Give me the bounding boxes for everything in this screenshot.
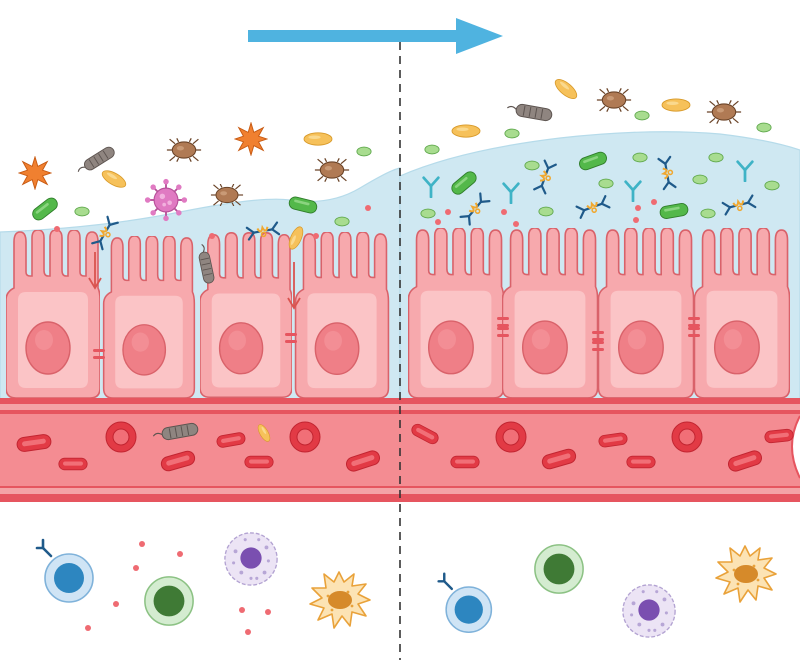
starburst-pathogen-icon xyxy=(234,122,268,156)
small-bacterium-icon xyxy=(700,208,716,219)
small-bacterium-icon xyxy=(424,144,440,155)
small-bacterium-icon xyxy=(524,160,540,171)
immune-cells-left xyxy=(35,532,371,635)
leak-arrow-icon xyxy=(88,252,301,310)
small-bacterium-icon xyxy=(764,180,780,191)
red-blood-cell-icon xyxy=(244,455,274,469)
epithelial-cell-icon xyxy=(598,228,694,399)
brown-bacterium-icon xyxy=(166,138,202,162)
brown-bacterium-icon xyxy=(596,88,632,112)
t-cell-icon xyxy=(534,544,584,594)
small-bacterium-icon xyxy=(598,178,614,189)
process-arrow-icon xyxy=(248,18,503,54)
dendritic-cell-icon xyxy=(715,545,777,603)
small-bacterium-icon xyxy=(504,128,520,139)
brown-bacterium-icon xyxy=(314,158,350,182)
virus-icon xyxy=(144,178,188,222)
epithelial-cell-icon xyxy=(408,228,504,399)
yellow-oval-bacterium-icon xyxy=(451,124,481,138)
t-cell-icon xyxy=(144,576,194,626)
small-bacterium-icon xyxy=(538,206,554,217)
epithelial-cell-icon xyxy=(102,236,196,399)
yellow-oval-bacterium-icon xyxy=(661,98,691,112)
epithelial-cell-icon xyxy=(694,228,790,399)
b-cell-icon xyxy=(35,538,95,604)
granulocyte-icon xyxy=(224,532,278,586)
yellow-oval-bacterium-icon xyxy=(303,132,333,146)
epithelial-cell-icon xyxy=(294,232,390,399)
epithelial-cell-icon xyxy=(6,230,100,399)
b-cell-icon xyxy=(437,572,493,634)
microbes-left xyxy=(18,122,372,285)
epithelial-cell-icon xyxy=(200,232,292,399)
red-blood-cell-icon xyxy=(58,457,88,471)
red-blood-cell-icon xyxy=(289,421,321,453)
epithelial-cell-icon xyxy=(502,228,598,399)
brown-bacterium-icon xyxy=(210,184,244,206)
red-blood-cell-icon xyxy=(626,455,656,469)
red-blood-cell-icon xyxy=(671,421,703,453)
brown-bacterium-icon xyxy=(706,100,742,124)
starburst-pathogen-icon xyxy=(18,156,52,190)
small-bacterium-icon xyxy=(632,152,648,163)
small-bacterium-icon xyxy=(420,208,436,219)
small-bacterium-icon xyxy=(692,174,708,185)
microbes-right xyxy=(420,75,780,227)
granulocyte-icon xyxy=(622,584,676,638)
immune-cells-right xyxy=(437,544,777,638)
small-bacterium-icon xyxy=(334,216,350,227)
small-bacterium-icon xyxy=(74,206,90,217)
red-blood-cell-icon xyxy=(105,421,137,453)
dendritic-cell-icon xyxy=(309,571,371,629)
small-bacterium-icon xyxy=(356,146,372,157)
small-bacterium-icon xyxy=(756,122,772,133)
small-bacterium-icon xyxy=(634,110,650,121)
small-bacterium-icon xyxy=(708,152,724,163)
red-blood-cell-icon xyxy=(495,421,527,453)
red-blood-cell-icon xyxy=(450,455,480,469)
